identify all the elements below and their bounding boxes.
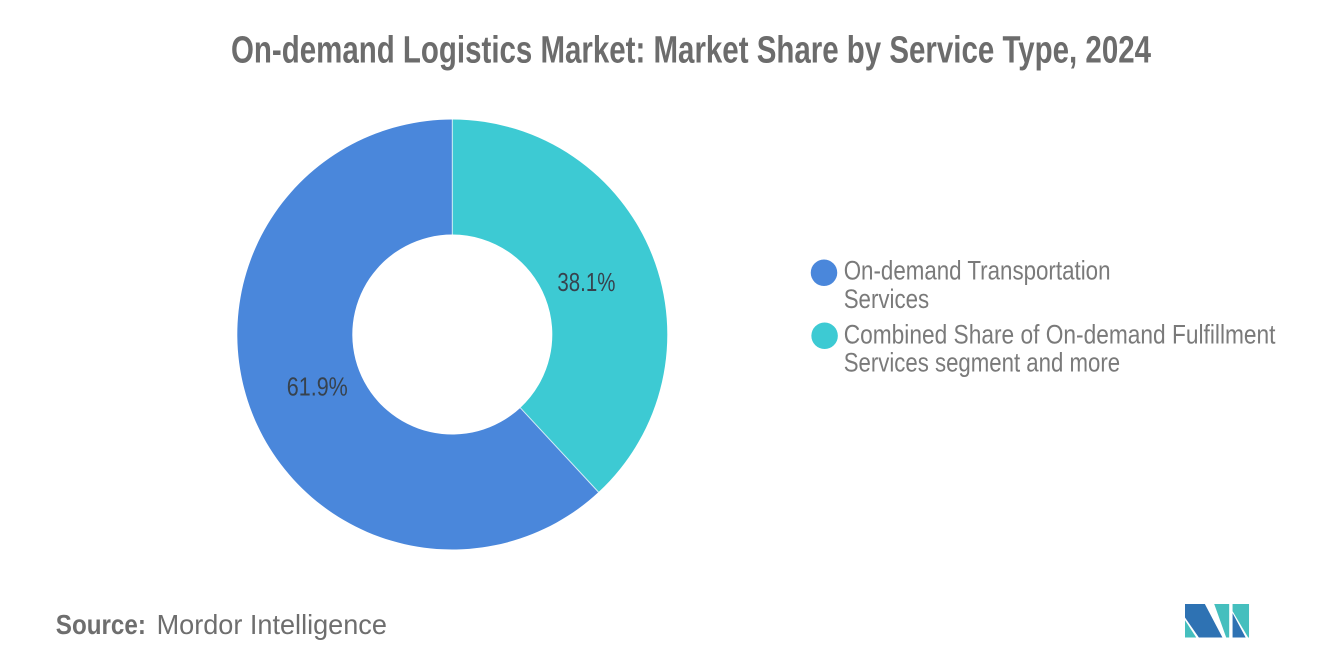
svg-text:Combined Share of On-demand Fu: Combined Share of On-demand Fulfillment [844, 319, 1276, 349]
svg-text:Mordor Intelligence: Mordor Intelligence [157, 609, 387, 640]
svg-text:61.9%: 61.9% [287, 372, 348, 402]
svg-text:Services: Services [844, 284, 930, 314]
svg-text:38.1%: 38.1% [557, 267, 615, 297]
svg-text:Services segment and more: Services segment and more [844, 347, 1120, 377]
svg-text:On-demand Transportation: On-demand Transportation [844, 256, 1111, 286]
svg-text:Source:: Source: [56, 609, 146, 640]
svg-text:On-demand Logistics Market: Ma: On-demand Logistics Market: Market Share… [231, 30, 1151, 72]
